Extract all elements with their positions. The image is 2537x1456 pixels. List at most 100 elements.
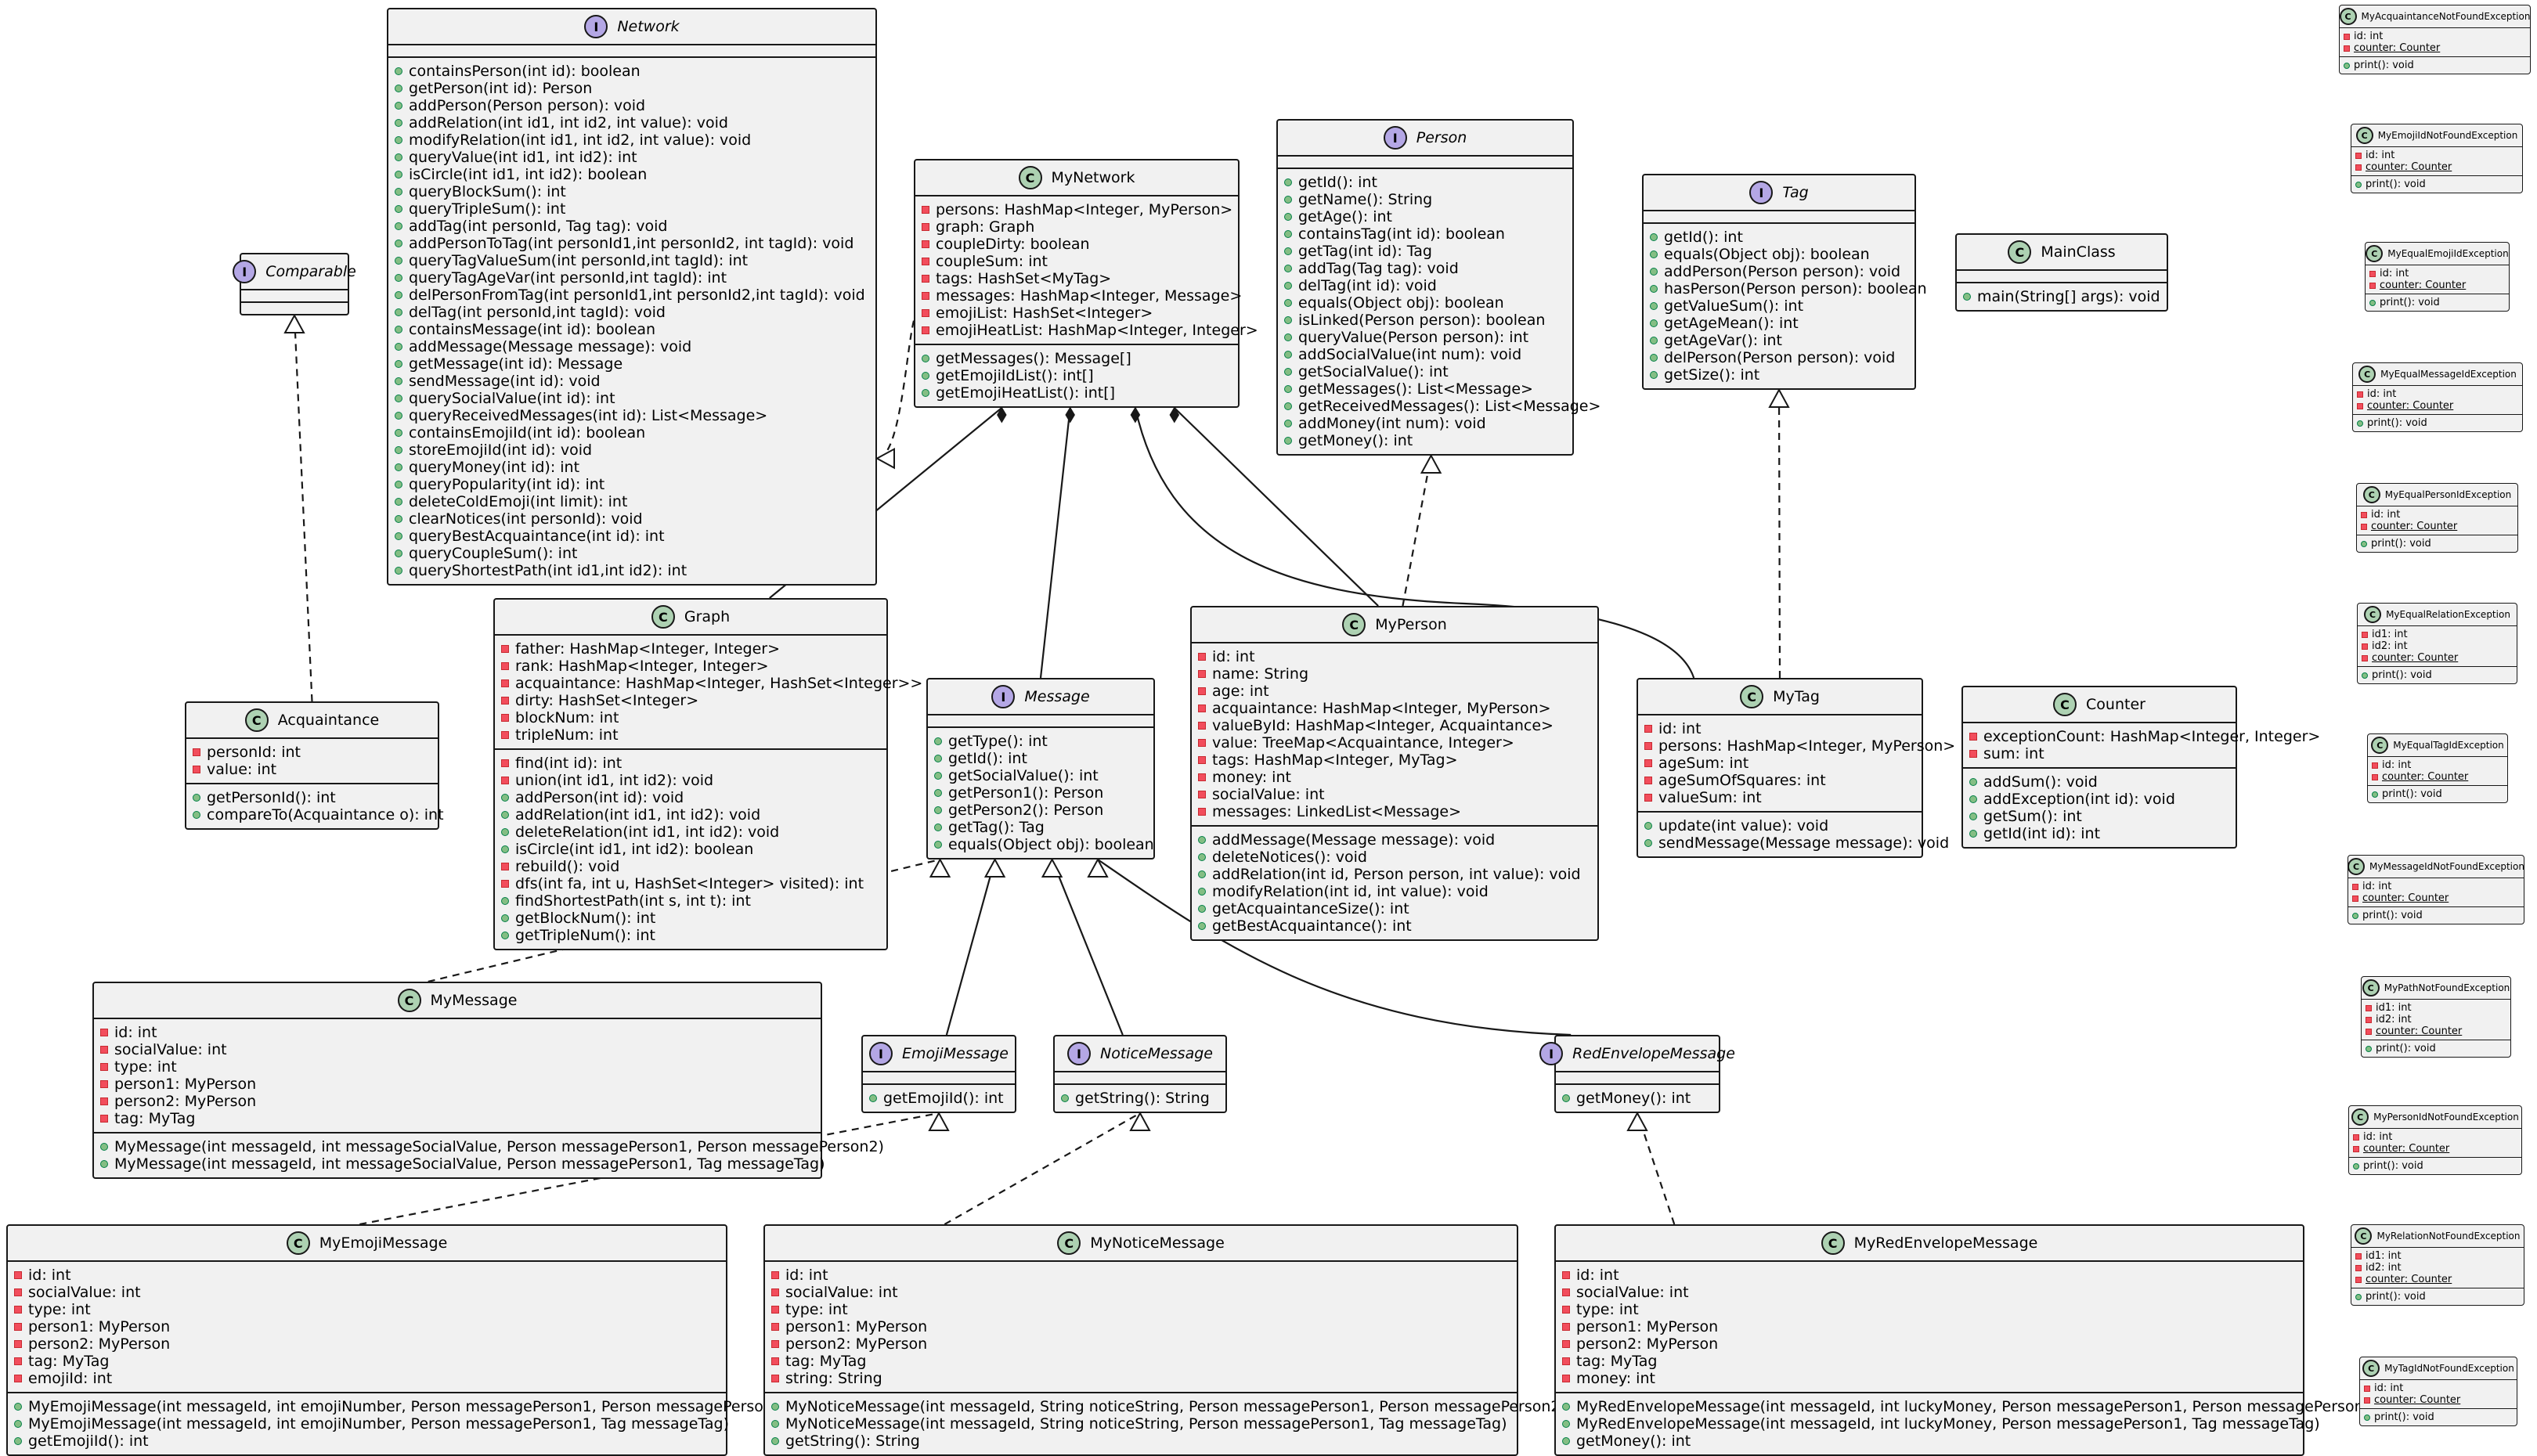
class-name: MyEqualEmojiIdException	[2387, 248, 2509, 259]
public-visibility-icon	[1198, 905, 1206, 913]
method-row: print(): void	[2372, 788, 2507, 800]
public-visibility-icon	[2357, 420, 2363, 427]
field-signature: personId: int	[207, 744, 301, 761]
method-row: queryValue(Person person): int	[1284, 329, 1572, 346]
method-signature: print(): void	[2382, 788, 2442, 800]
method-row: MyEmojiMessage(int messageId, int emojiN…	[14, 1398, 788, 1415]
public-visibility-icon	[1198, 888, 1206, 896]
field-row: rank: HashMap<Integer, Integer>	[501, 658, 886, 675]
methods-compartment: print(): void	[2349, 1158, 2521, 1174]
private-visibility-icon	[501, 662, 509, 670]
field-row: counter: Counter	[2364, 1394, 2517, 1406]
field-row: person2: MyPerson	[100, 1093, 821, 1110]
private-visibility-icon	[2344, 33, 2350, 40]
method-signature: addPerson(Person person): void	[1664, 263, 1901, 280]
public-visibility-icon	[1963, 293, 1971, 301]
field-signature: counter: Counter	[2367, 400, 2454, 412]
methods-compartment: MyRedEnvelopeMessage(int messageId, int …	[1556, 1393, 2379, 1454]
method-signature: addPerson(Person person): void	[409, 97, 646, 114]
method-row: containsMessage(int id): boolean	[395, 321, 875, 338]
public-visibility-icon	[1061, 1094, 1069, 1102]
method-row: clearNotices(int personId): void	[395, 510, 875, 528]
class-name: Person	[1416, 129, 1467, 146]
field-signature: person2: MyPerson	[114, 1093, 257, 1110]
field-row: tag: MyTag	[14, 1353, 726, 1370]
private-visibility-icon	[1198, 670, 1206, 678]
public-visibility-icon	[1284, 265, 1292, 272]
public-visibility-icon	[193, 794, 200, 802]
field-signature: id: int	[2380, 268, 2409, 279]
private-visibility-icon	[2372, 762, 2378, 769]
method-row: getString(): String	[1061, 1090, 1225, 1107]
methods-compartment: main(String[] args): void	[1957, 283, 2167, 310]
public-visibility-icon	[14, 1403, 22, 1411]
methods-compartment: print(): void	[2351, 176, 2522, 193]
public-visibility-icon	[1650, 268, 1658, 276]
public-visibility-icon	[1284, 196, 1292, 204]
method-row: getAgeVar(): int	[1650, 332, 1914, 349]
class-name: MyMessage	[430, 992, 518, 1009]
class-name: Tag	[1782, 184, 1809, 201]
method-signature: addPersonToTag(int personId1,int personI…	[409, 235, 854, 252]
realization-edge	[1626, 1111, 1676, 1225]
field-row: person1: MyPerson	[1562, 1318, 2303, 1335]
field-row: person1: MyPerson	[100, 1076, 821, 1093]
private-visibility-icon	[2362, 631, 2368, 638]
field-signature: valueSum: int	[1658, 789, 1762, 806]
field-signature: id: int	[28, 1267, 71, 1284]
inheritance-arrowhead-icon	[875, 447, 895, 470]
method-signature: MyNoticeMessage(int messageId, String no…	[785, 1415, 1507, 1433]
methods-compartment: print(): void	[2348, 907, 2524, 924]
edge-line	[1777, 389, 1781, 679]
private-visibility-icon	[1644, 742, 1652, 750]
field-signature: socialValue: int	[114, 1041, 227, 1058]
public-visibility-icon	[395, 188, 402, 196]
public-visibility-icon	[1562, 1420, 1570, 1428]
private-visibility-icon	[2369, 282, 2376, 289]
field-row: type: int	[771, 1301, 1517, 1318]
method-row: queryBestAcquaintance(int id): int	[395, 528, 875, 545]
private-visibility-icon	[1562, 1340, 1570, 1348]
method-row: queryMoney(int id): int	[395, 459, 875, 476]
private-visibility-icon	[922, 292, 929, 300]
class-stereotype-icon: C	[2362, 979, 2380, 996]
method-row: addMoney(int num): void	[1284, 415, 1572, 432]
field-signature: tags: HashMap<Integer, MyTag>	[1212, 751, 1458, 769]
public-visibility-icon	[771, 1420, 779, 1428]
public-visibility-icon	[14, 1420, 22, 1428]
field-row: coupleDirty: boolean	[922, 236, 1238, 253]
private-visibility-icon	[2361, 511, 2367, 518]
public-visibility-icon	[2362, 672, 2368, 679]
field-signature: tripleNum: int	[515, 726, 619, 744]
public-visibility-icon	[1562, 1437, 1570, 1445]
method-signature: getSum(): int	[1983, 808, 2082, 825]
field-signature: person2: MyPerson	[785, 1335, 928, 1353]
field-row: persons: HashMap<Integer, MyPerson>	[922, 201, 1238, 218]
private-visibility-icon	[1198, 653, 1206, 661]
inheritance-arrowhead-icon	[1129, 1111, 1151, 1131]
method-signature: getAcquaintanceSize(): int	[1212, 900, 1409, 917]
field-row: id: int	[2357, 388, 2522, 400]
private-visibility-icon	[2352, 895, 2358, 902]
method-signature: sendMessage(Message message): void	[1658, 834, 1950, 852]
public-visibility-icon	[501, 811, 509, 819]
composition-diamond-icon	[1130, 406, 1141, 423]
field-row: valueSum: int	[1644, 789, 1922, 806]
method-row: getSocialValue(): int	[934, 767, 1153, 784]
method-row: addPerson(Person person): void	[395, 97, 875, 114]
field-signature: person2: MyPerson	[1576, 1335, 1719, 1353]
method-row: getAge(): int	[1284, 208, 1572, 225]
method-row: findShortestPath(int s, int t): int	[501, 892, 886, 910]
method-row: addTag(int personId, Tag tag): void	[395, 218, 875, 235]
